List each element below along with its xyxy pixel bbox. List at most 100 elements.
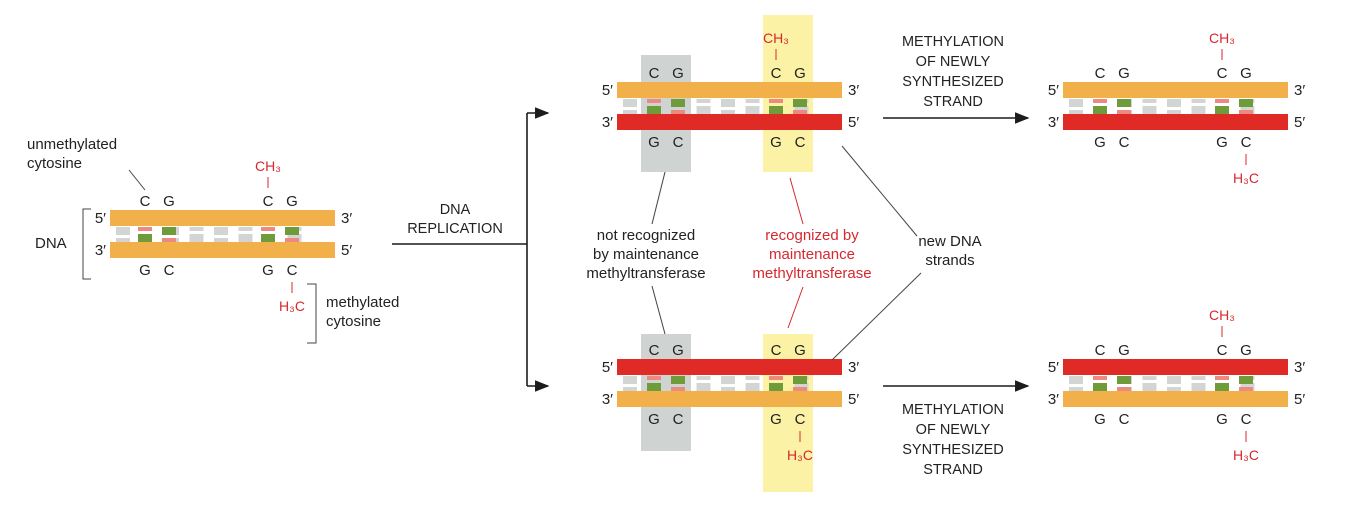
cytosine-base — [769, 376, 783, 380]
base-rung — [1069, 387, 1083, 391]
not-recognized-label-2: by maintenance — [593, 246, 699, 263]
cytosine-base — [671, 110, 685, 114]
base-rung — [214, 227, 228, 235]
base-rung — [1142, 376, 1157, 380]
new-strands-pointer-up — [841, 145, 918, 237]
top-strand — [1063, 82, 1288, 98]
base-rung — [116, 227, 130, 235]
three-prime-label: 3′ — [1294, 82, 1305, 99]
guanine-base — [1093, 383, 1107, 391]
cytosine-base — [769, 99, 783, 103]
guanine-base — [671, 376, 685, 384]
nucleotide-g: G — [1118, 342, 1130, 359]
three-prime-label: 3′ — [1294, 359, 1305, 376]
nucleotide-g: G — [770, 134, 782, 151]
methylated-bracket — [307, 283, 317, 344]
recognized-pointer-down — [787, 286, 804, 329]
cytosine-base — [162, 238, 176, 242]
base-rung — [189, 227, 204, 231]
unmethylated-label-2: cytosine — [27, 155, 82, 172]
nucleotide-g: G — [648, 411, 660, 428]
methylation-bottom-label: METHYLATION — [902, 402, 1004, 418]
base-rung — [721, 376, 735, 384]
nucleotide-g: G — [286, 193, 298, 210]
recognized-label: recognized by — [765, 227, 859, 244]
base-rung — [1069, 110, 1083, 114]
five-prime-label: 5′ — [1294, 114, 1305, 131]
three-prime-label: 3′ — [1048, 391, 1059, 408]
nucleotide-c: C — [1119, 134, 1130, 151]
recognized-label-2: maintenance — [769, 246, 855, 263]
replication-label: DNA — [440, 202, 471, 218]
cytosine-base — [1093, 376, 1107, 380]
base-rung — [238, 234, 253, 242]
base-rung — [1167, 387, 1181, 391]
bottom-strand — [617, 391, 842, 407]
base-rung — [1167, 376, 1181, 384]
nucleotide-g: G — [672, 65, 684, 82]
guanine-base — [261, 234, 275, 242]
nucleotide-c: C — [287, 262, 298, 279]
base-rung — [1191, 106, 1206, 114]
methylation-top-label: METHYLATION — [902, 34, 1004, 50]
replication-label-2: REPLICATION — [407, 221, 503, 237]
methylated-label: methylated — [326, 294, 399, 311]
new-strands-pointer-down — [831, 272, 922, 361]
nucleotide-g: G — [672, 342, 684, 359]
base-rung — [696, 106, 711, 114]
three-prime-label: 3′ — [341, 210, 352, 227]
base-rung — [696, 376, 711, 380]
three-prime-label: 3′ — [848, 359, 859, 376]
nucleotide-c: C — [771, 65, 782, 82]
guanine-base — [647, 383, 661, 391]
nucleotide-g: G — [1118, 65, 1130, 82]
methylation-step-top: METHYLATION OF NEWLY SYNTHESIZED STRAND — [883, 34, 1030, 124]
nucleotide-c: C — [649, 65, 660, 82]
five-prime-label: 5′ — [848, 114, 859, 131]
nucleotide-g: G — [794, 65, 806, 82]
three-prime-label: 3′ — [602, 114, 613, 131]
nucleotide-c: C — [164, 262, 175, 279]
nucleotide-c: C — [649, 342, 660, 359]
guanine-base — [1215, 383, 1229, 391]
methyl-group-h3c: H₃C — [787, 447, 813, 463]
cytosine-base — [1239, 387, 1253, 391]
base-rung — [238, 227, 253, 231]
nucleotide-c: C — [771, 342, 782, 359]
not-recognized-pointer-down — [651, 285, 666, 335]
nucleotide-g: G — [1240, 342, 1252, 359]
cytosine-base — [261, 227, 275, 231]
recognized-label-3: methyltransferase — [752, 265, 871, 282]
base-rung — [745, 106, 760, 114]
base-rung — [721, 387, 735, 391]
base-rung — [1069, 376, 1083, 384]
cytosine-base — [1117, 387, 1131, 391]
nucleotide-g: G — [1094, 134, 1106, 151]
nucleotide-g: G — [770, 411, 782, 428]
cytosine-base — [647, 99, 661, 103]
methyl-group-ch3: CH₃ — [255, 158, 281, 174]
nucleotide-g: G — [648, 134, 660, 151]
nucleotide-c: C — [795, 411, 806, 428]
methylation-top-label-4: STRAND — [923, 94, 983, 110]
guanine-base — [647, 106, 661, 114]
base-rung — [623, 387, 637, 391]
base-rung — [1191, 376, 1206, 380]
cytosine-base — [647, 376, 661, 380]
top-strand — [110, 210, 335, 226]
base-rung — [721, 99, 735, 107]
guanine-base — [138, 234, 152, 242]
cytosine-base — [285, 238, 299, 242]
base-rung — [214, 238, 228, 242]
bottom-strand — [617, 114, 842, 130]
bottom-strand — [1063, 391, 1288, 407]
five-prime-label: 5′ — [848, 391, 859, 408]
cytosine-base — [1093, 99, 1107, 103]
guanine-base — [285, 227, 299, 235]
nucleotide-c: C — [1217, 65, 1228, 82]
guanine-base — [1117, 99, 1131, 107]
nucleotide-g: G — [262, 262, 274, 279]
five-prime-label: 5′ — [1048, 82, 1059, 99]
